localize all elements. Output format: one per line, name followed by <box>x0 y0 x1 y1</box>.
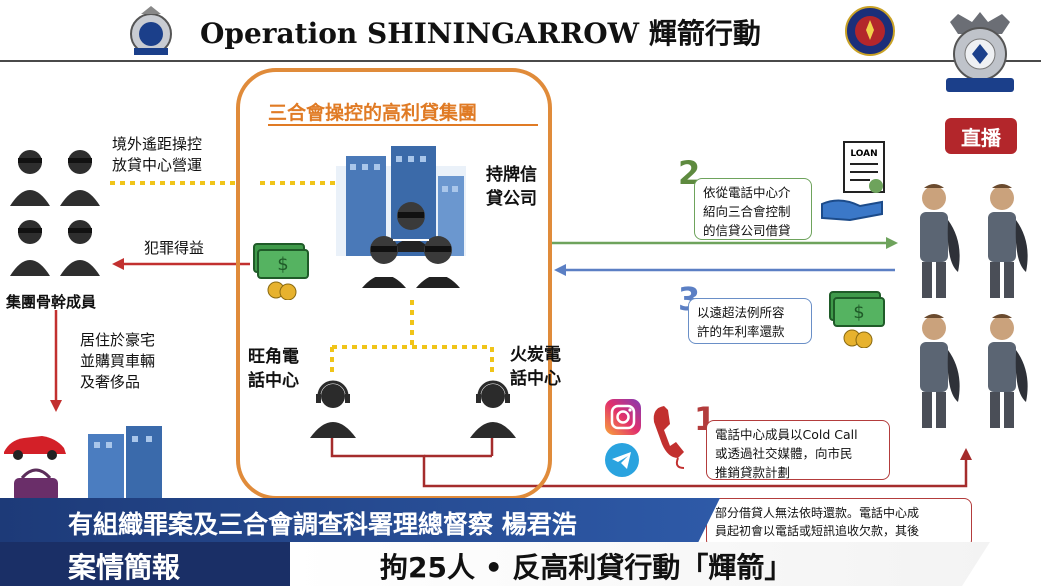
step-2-box: 依從電話中心介 紹向三合會控制 的信貸公司借貸 <box>694 178 812 240</box>
syndicate-title: 三合會操控的高利貸集團 <box>268 102 478 124</box>
headline-caption: 拘25人 • 反高利貸行動「輝箭」 <box>380 551 793 584</box>
step-1-box: 電話中心成員以Cold Call 或透過社交媒體，向市民 推銷貸款計劃 <box>706 420 890 480</box>
borrowers-group-icon <box>902 182 1038 444</box>
fotan-call-center-label: 火炭電 話中心 <box>510 345 561 389</box>
luxury-building-icon <box>88 426 162 502</box>
police-emblem-icon <box>124 4 178 58</box>
money-icon: $ <box>252 240 310 301</box>
handbag-icon <box>6 466 66 502</box>
speaker-caption: 有組織罪案及三合會調查科署理總督察 楊君浩 <box>68 510 577 539</box>
briefing-caption: 案情簡報 <box>68 551 181 584</box>
luxury-label: 居住於豪宅 並購買車輛 及奢侈品 <box>80 331 156 391</box>
caption-ticker-bottom-left <box>0 542 290 586</box>
money-icon: $ <box>828 288 886 349</box>
instagram-icon <box>604 398 642 436</box>
page-title: Operation SHININGARROW 輝箭行動 <box>200 17 761 50</box>
sports-car-icon <box>2 428 68 462</box>
gang-members-icon <box>356 196 466 296</box>
loan-document-icon: LOAN <box>820 140 890 226</box>
core-members-label: 集團骨幹成員 <box>6 293 97 311</box>
telephone-icon <box>650 402 690 470</box>
call-agent-icon <box>466 378 520 438</box>
licensed-lender-label: 持牌信 貸公司 <box>486 165 537 209</box>
svg-text:LOAN: LOAN <box>850 149 877 159</box>
criminal-proceeds-label: 犯罪得益 <box>144 239 205 257</box>
svg-text:$: $ <box>853 302 864 323</box>
bureau-badge-icon <box>845 6 895 56</box>
svg-text:$: $ <box>277 254 288 275</box>
mongkok-call-center-label: 旺角電 話中心 <box>248 347 299 391</box>
lender-building-icon <box>336 146 466 256</box>
call-agent-icon <box>306 378 360 438</box>
telegram-icon <box>604 442 640 478</box>
step-4-box: 部分借貸人無法依時還款。電話中心成 員起初會以電話或短訊追收欠款，其後 <box>706 498 972 548</box>
remote-control-label: 境外遙距操控 放貸中心營運 <box>112 135 203 174</box>
syndicate-title-underline <box>268 124 538 126</box>
step-3-box: 以遠超法例所容 許的年利率還款 <box>688 298 812 344</box>
live-badge: 直播 <box>945 118 1017 154</box>
core-members-group-icon <box>6 144 106 284</box>
caption-ticker-bottom-right <box>290 542 990 586</box>
caption-ticker-top <box>0 498 720 542</box>
hong-kong-police-logo-icon <box>932 4 1028 100</box>
